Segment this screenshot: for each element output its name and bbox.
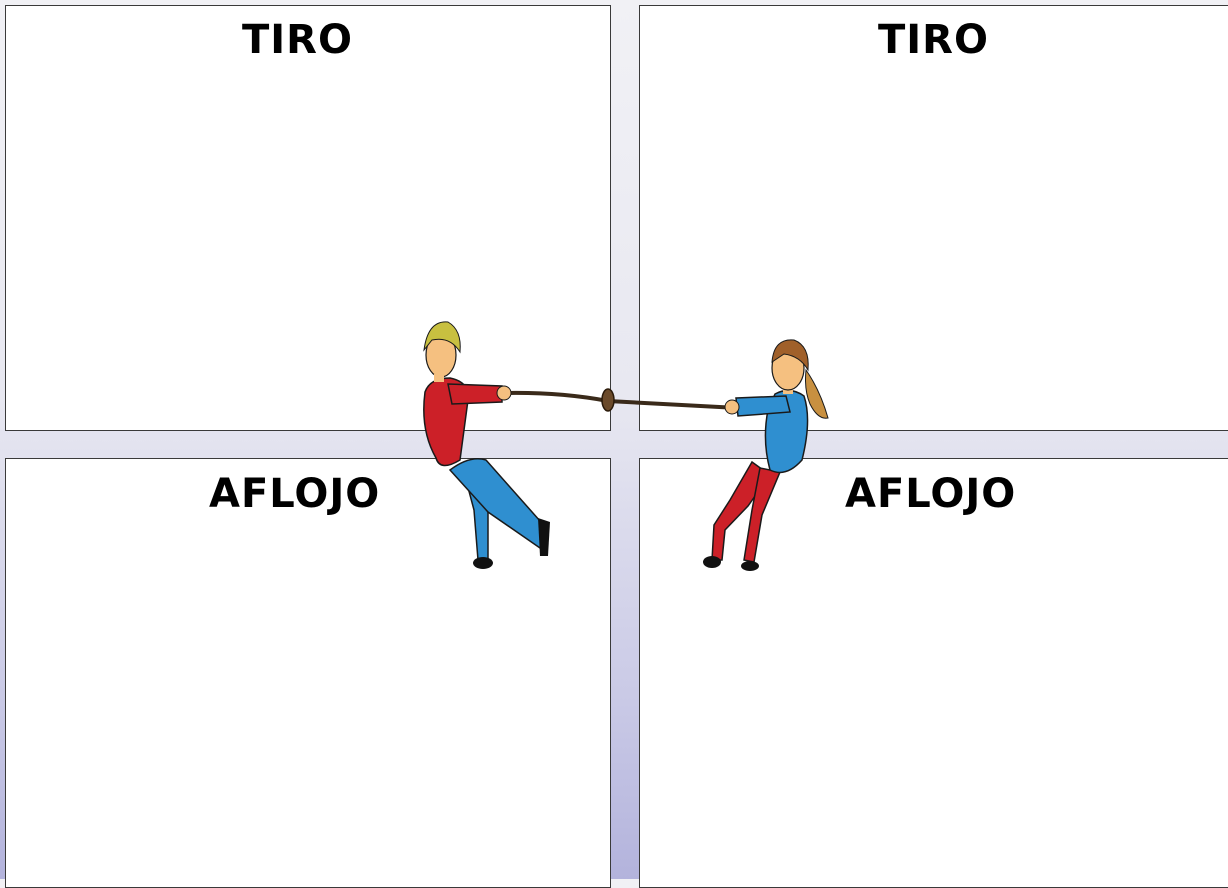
panel-top-right (639, 5, 1228, 431)
label-aflojo-right: AFLOJO (845, 471, 1017, 517)
panel-bottom-left (5, 458, 611, 888)
label-aflojo-left: AFLOJO (209, 471, 381, 517)
label-tiro-left: TIRO (242, 17, 353, 63)
label-tiro-right: TIRO (878, 17, 989, 63)
panel-top-left (5, 5, 611, 431)
panel-bottom-right (639, 458, 1228, 888)
